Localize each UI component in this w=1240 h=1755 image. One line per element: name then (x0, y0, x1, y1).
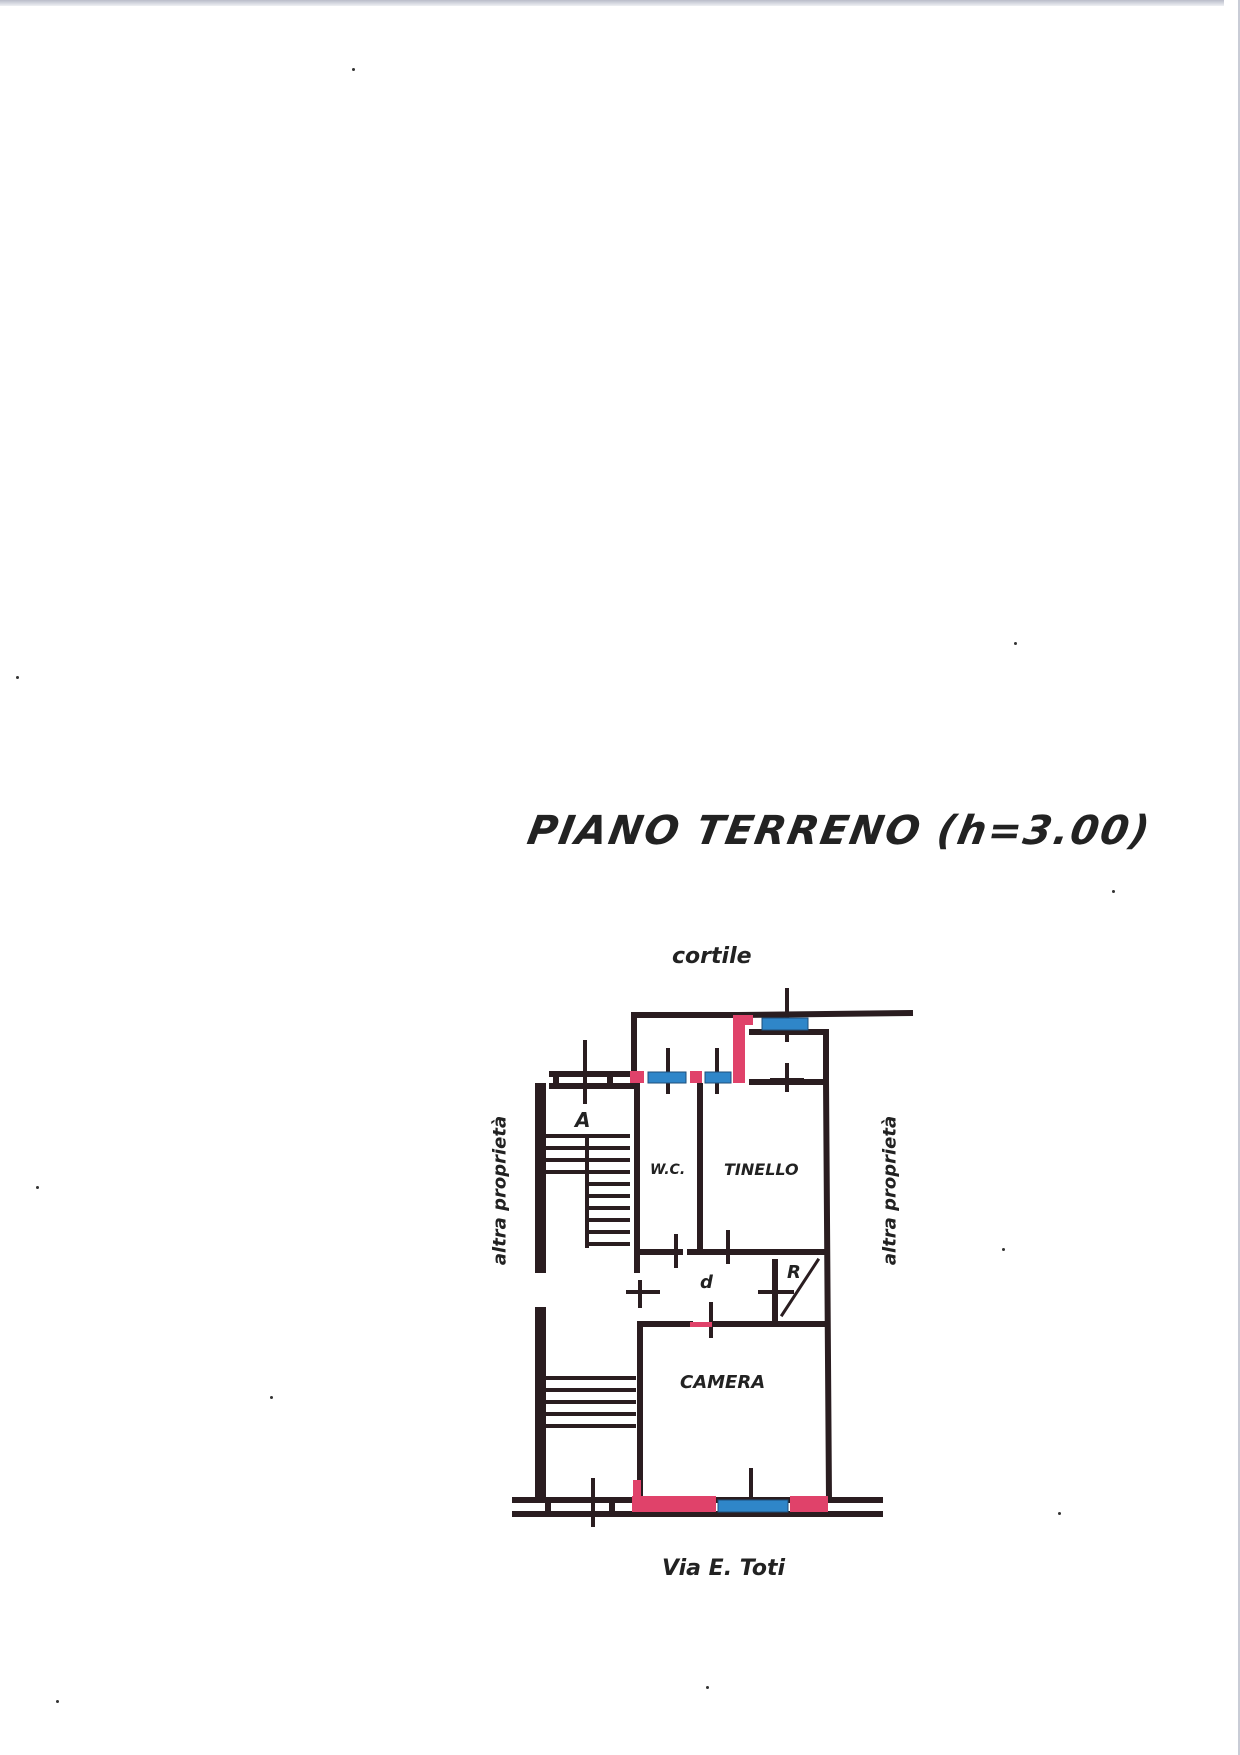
room-label-disimpegno: d (700, 1272, 713, 1293)
room-label-a: A (575, 1108, 591, 1132)
room-label-camera: CAMERA (680, 1372, 766, 1393)
scan-speck (1058, 1512, 1061, 1515)
scan-speck (56, 1700, 59, 1703)
room-label-ripostiglio: R (787, 1262, 801, 1283)
scan-speck (1002, 1248, 1005, 1251)
scan-speck (1014, 642, 1017, 645)
scan-speck (1112, 890, 1115, 893)
scan-speck (16, 676, 19, 679)
scan-speck (36, 1186, 39, 1189)
room-label-tinello: TINELLO (724, 1160, 799, 1179)
scan-speck (706, 1686, 709, 1689)
scan-speck (270, 1396, 273, 1399)
scan-edge-right (1238, 0, 1240, 1755)
room-label-wc: W.C. (650, 1162, 686, 1178)
label-courtyard: cortile (672, 944, 752, 969)
label-street: Via E. Toti (662, 1556, 786, 1581)
scan-speck (352, 68, 355, 71)
scan-edge-top (0, 0, 1224, 6)
